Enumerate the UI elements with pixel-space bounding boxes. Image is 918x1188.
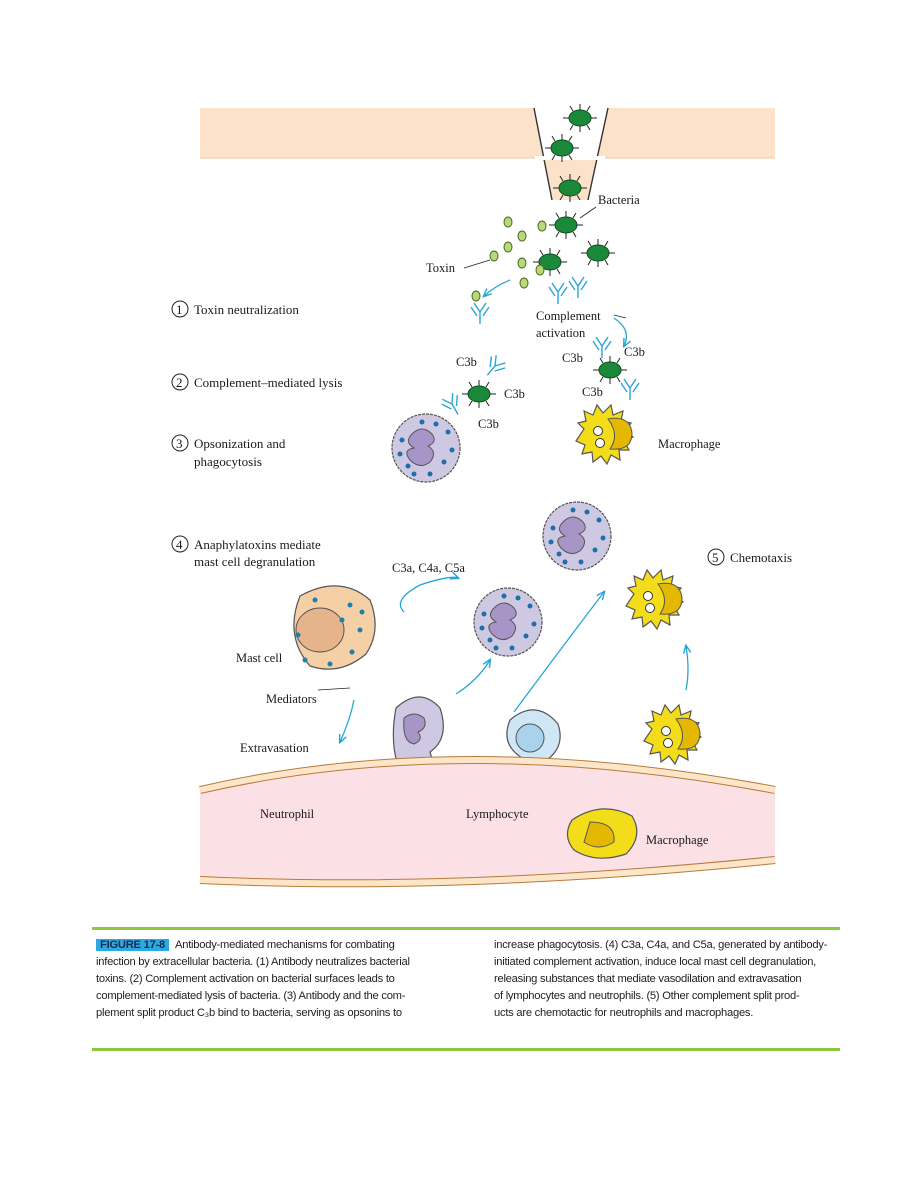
label-macrophage: Macrophage (646, 833, 709, 847)
label-extravasation: Extravasation (240, 741, 309, 755)
caption-line: releasing substances that mediate vasodi… (494, 973, 802, 985)
label-c3b: C3b (504, 387, 525, 401)
caption-line: increase phagocytosis. (4) C3a, C4a, and… (494, 939, 828, 951)
caption-line: complement-mediated lysis of bacteria. (… (96, 990, 406, 1002)
label-complement-activation-2: activation (536, 326, 586, 340)
step-3-num: 3 (176, 436, 183, 451)
step-3-label-line1: Opsonization and (194, 436, 286, 451)
label-toxin: Toxin (426, 261, 456, 275)
step-5-label: Chemotaxis (730, 550, 792, 565)
caption-line: ucts are chemotactic for neutrophils and… (494, 1007, 754, 1019)
step-2-num: 2 (176, 375, 183, 390)
caption-line: of lymphocytes and neutrophils. (5) Othe… (494, 990, 800, 1002)
figure-illustration: 1 Toxin neutralization 2 Complement–medi… (171, 103, 792, 888)
step-1-num: 1 (176, 302, 183, 317)
step-5-num: 5 (712, 550, 719, 565)
label-macrophage: Macrophage (658, 437, 721, 451)
step-1-label: Toxin neutralization (194, 302, 299, 317)
label-mediators: Mediators (266, 692, 317, 706)
label-bacteria: Bacteria (598, 193, 640, 207)
step-2-label: Complement–mediated lysis (194, 375, 342, 390)
label-c3b: C3b (562, 351, 583, 365)
label-c3b: C3b (478, 417, 499, 431)
caption-line: plement split product C₃b bind to bacter… (96, 1007, 402, 1019)
caption-line: infection by extracellular bacteria. (1)… (96, 956, 410, 968)
caption-right-column: increase phagocytosis. (4) C3a, C4a, and… (494, 937, 838, 1022)
step-4-label-line2: mast cell degranulation (194, 554, 316, 569)
caption-bottom-rule (92, 1048, 840, 1051)
label-c3b: C3b (456, 355, 477, 369)
step-4-label-line1: Anaphylatoxins mediate (194, 537, 321, 552)
step-3-label-line2: phagocytosis (194, 454, 262, 469)
label-neutrophil: Neutrophil (260, 807, 315, 821)
caption-top-rule (92, 927, 840, 930)
label-c3b: C3b (582, 385, 603, 399)
caption-line: toxins. (2) Complement activation on bac… (96, 973, 395, 985)
caption-line: initiated complement activation, induce … (494, 956, 817, 968)
label-c3b: C3b (624, 345, 645, 359)
label-c3a-c4a-c5a: C3a, C4a, C5a (392, 561, 465, 575)
figure-tag: FIGURE 17-8 (96, 939, 170, 951)
label-complement-activation-1: Complement (536, 309, 601, 323)
label-lymphocyte: Lymphocyte (466, 807, 529, 821)
step-4-num: 4 (176, 537, 183, 552)
label-mast-cell: Mast cell (236, 651, 283, 665)
